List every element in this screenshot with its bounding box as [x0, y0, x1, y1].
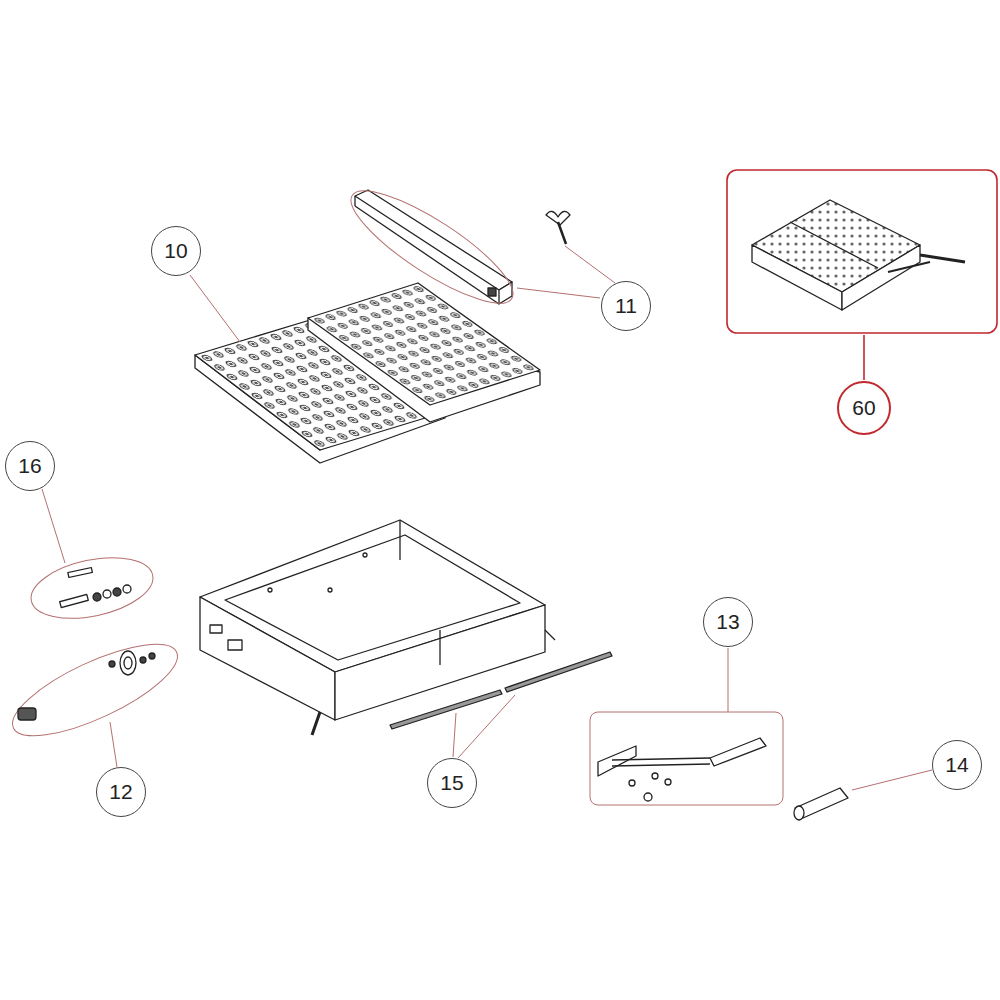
callout-number: 60 [837, 381, 891, 435]
callout-text: 15 [440, 771, 463, 795]
callout-text: 13 [716, 610, 739, 634]
callout-number: 11 [601, 281, 651, 331]
callout-number: 16 [5, 441, 55, 491]
callout-text: 10 [164, 239, 187, 263]
callout-number: 14 [932, 740, 982, 790]
callout-text: 16 [18, 454, 41, 478]
callout-text: 11 [615, 294, 637, 318]
callout-number: 12 [96, 767, 146, 817]
callout-text: 60 [852, 396, 875, 420]
callout-number: 10 [151, 226, 201, 276]
callout-number: 15 [427, 758, 477, 808]
callout-text: 12 [109, 780, 132, 804]
callout-number: 13 [703, 597, 753, 647]
callout-text: 14 [945, 753, 968, 777]
